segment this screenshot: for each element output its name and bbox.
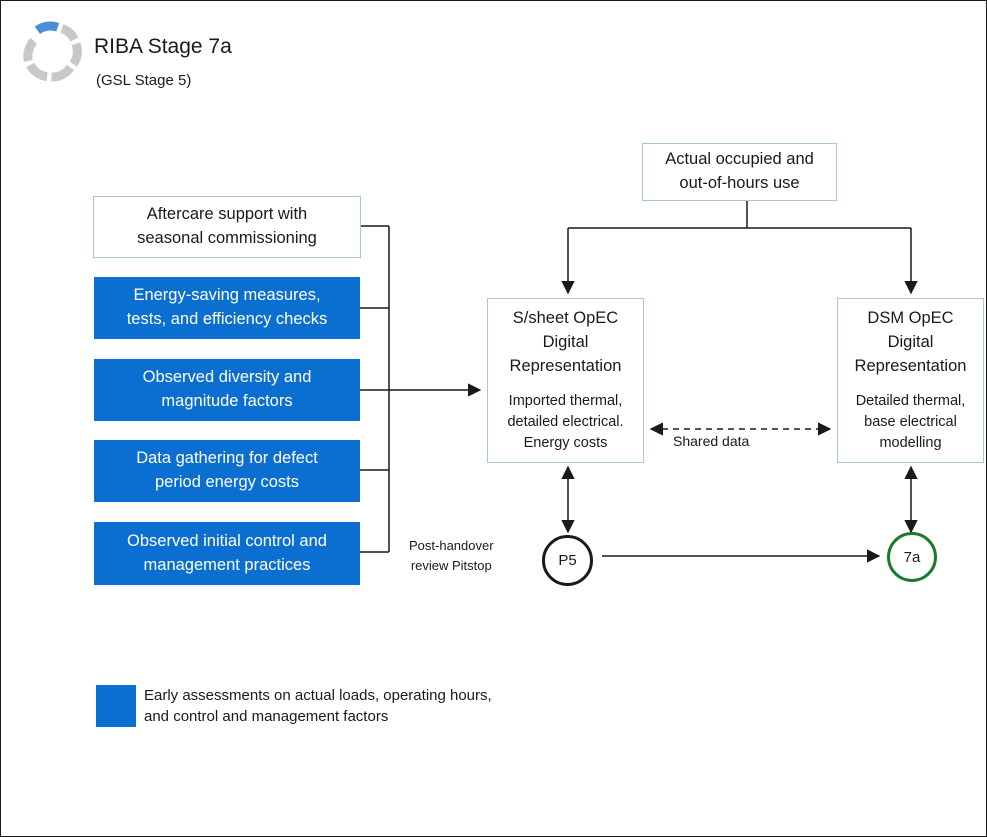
energy-saving-box: Energy-saving measures, tests, and effic… [94,277,360,339]
stage-7a-node: 7a [887,532,937,582]
control-practices-box: Observed initial control and management … [94,522,360,585]
sheet-title: S/sheet OpEC [512,309,619,328]
data-gathering-box: Data gathering for defect period energy … [94,440,360,502]
top-split-connector [568,201,911,229]
page-title: RIBA Stage 7a [94,35,232,58]
aftercare-support-box: Aftercare support with seasonal commissi… [93,196,361,258]
page-subtitle: (GSL Stage 5) [96,72,192,89]
legend-swatch [96,685,136,727]
shared-data-label: Shared data [673,433,750,449]
diversity-factors-box: Observed diversity and magnitude factors [94,359,360,421]
p5-node: P5 [542,535,593,586]
dsm-title: DSM OpEC [867,309,954,328]
pitstop-label: Post-handover review Pitstop [409,538,494,574]
occupied-use-box: Actual occupied and out-of-hours use [642,143,837,201]
sheet-opec-box: S/sheet OpEC Digital Representation Impo… [487,298,644,463]
stage-progress-icon [23,21,82,82]
dsm-opec-box: DSM OpEC Digital Representation Detailed… [837,298,984,463]
legend-text: Early assessments on actual loads, opera… [144,687,492,725]
left-bracket-connector [360,225,390,553]
